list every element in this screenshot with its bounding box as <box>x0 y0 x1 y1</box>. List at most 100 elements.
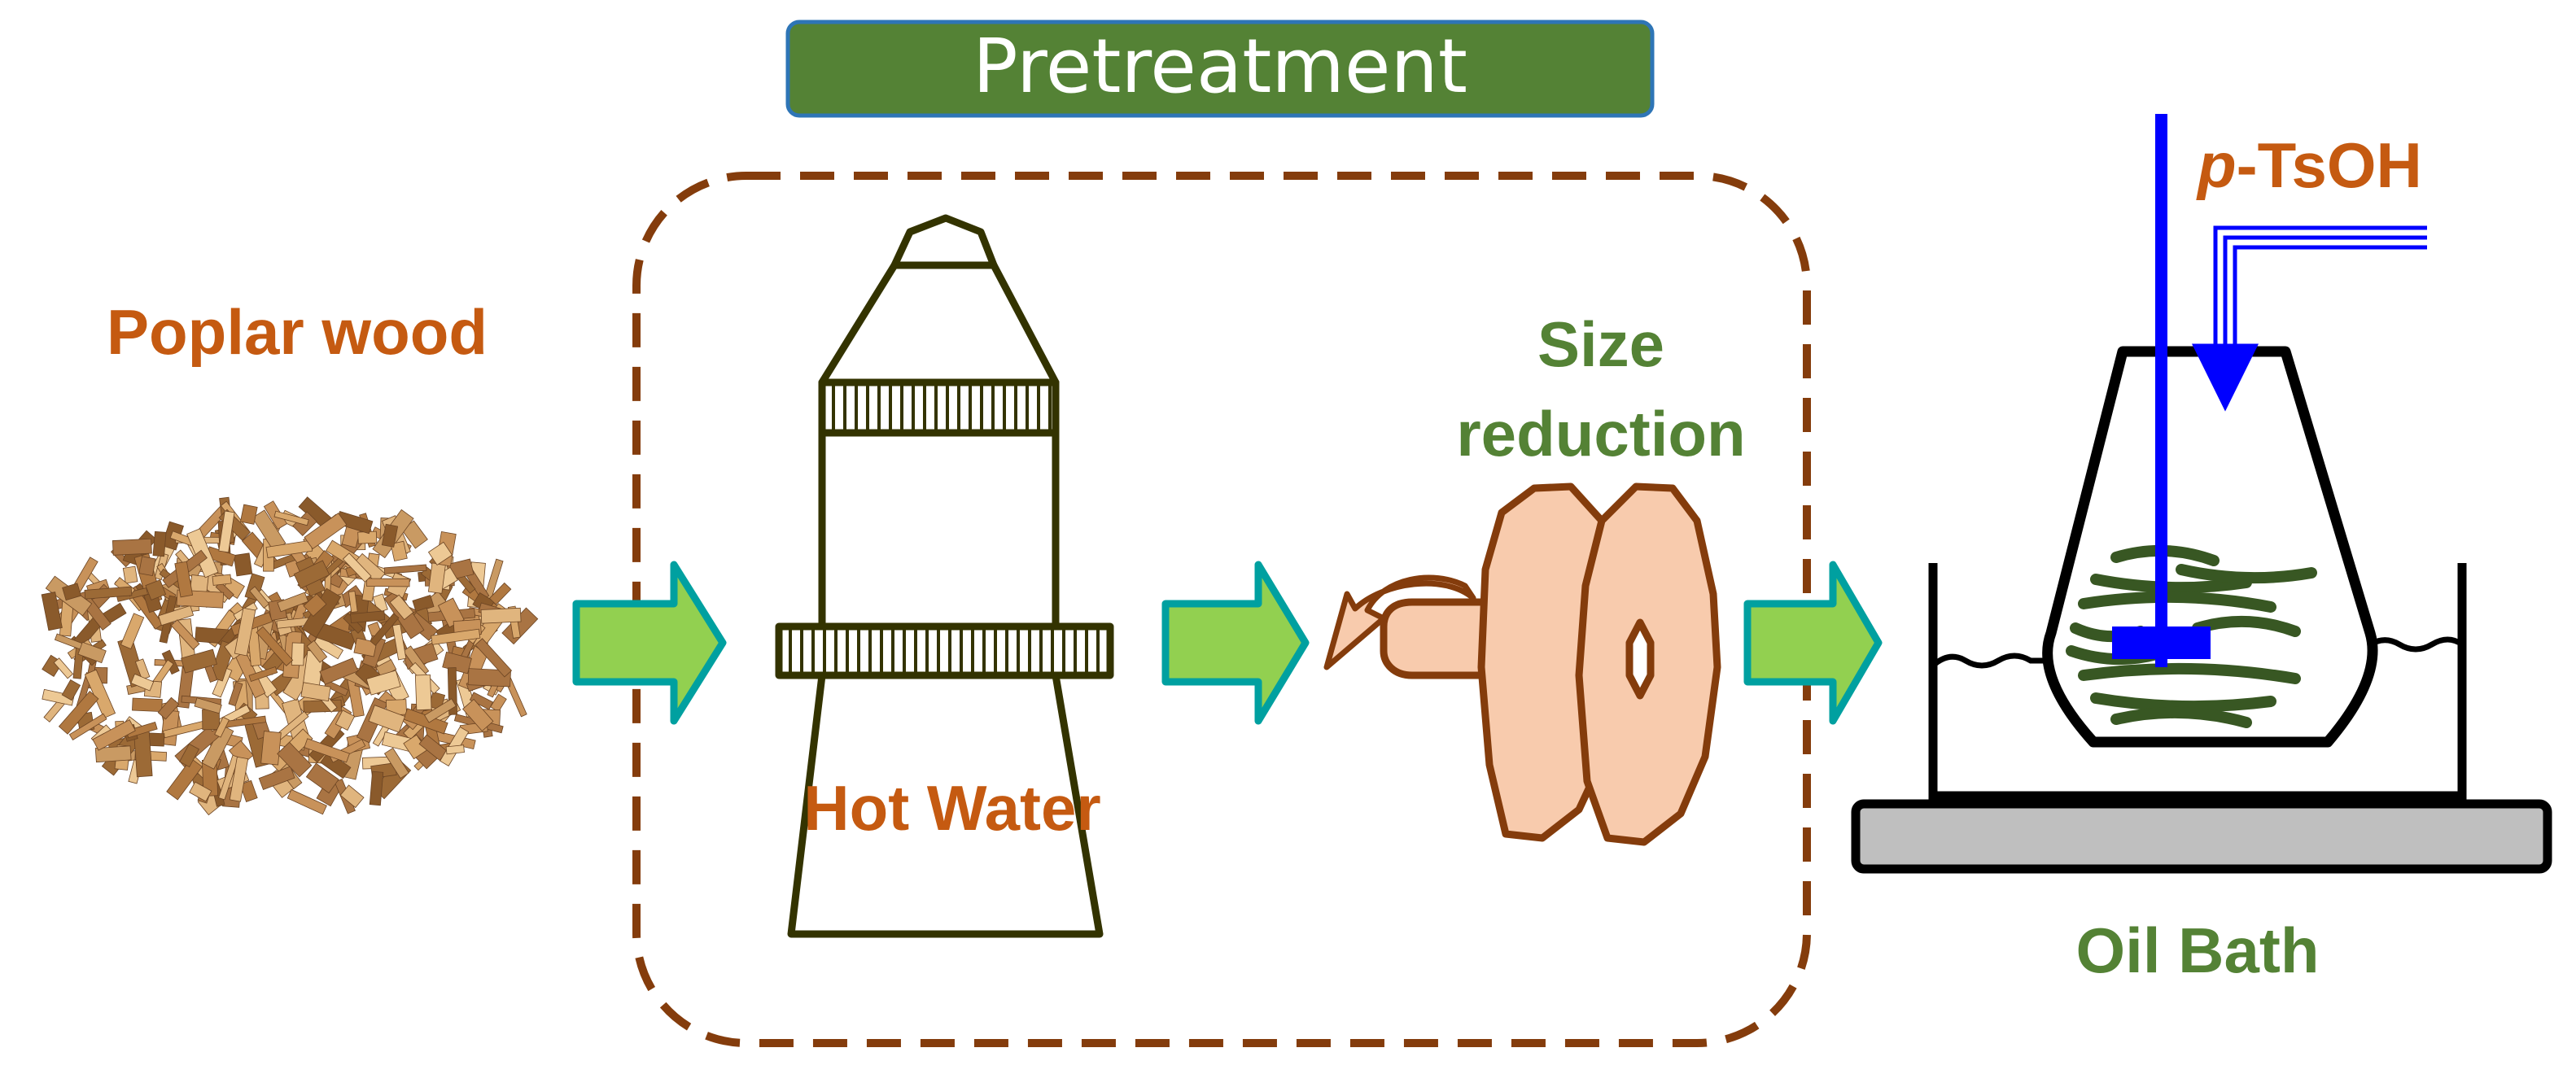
wood-chip <box>445 744 465 755</box>
biomass-fiber <box>2078 662 2301 684</box>
size-reduction-label-line2: reduction <box>1456 398 1745 469</box>
acid-feed-pipe-icon <box>2191 225 2427 412</box>
wood-chip <box>201 724 234 770</box>
wood-chip <box>233 552 253 577</box>
wood-chip <box>389 594 414 621</box>
wood-chip <box>166 757 203 801</box>
wood-chip <box>179 743 200 768</box>
wood-chip <box>304 513 348 550</box>
wood-chip <box>300 682 331 702</box>
wood-chip <box>303 593 327 618</box>
reaction-flask-icon <box>2042 346 2378 748</box>
wood-chip <box>42 688 75 706</box>
wood-chip <box>229 756 249 802</box>
wood-chip <box>120 613 145 649</box>
stirrer-icon <box>2112 114 2211 667</box>
wood-chip <box>342 552 372 583</box>
wood-chip <box>277 741 313 778</box>
wood-chip <box>62 583 81 601</box>
wood-chip <box>490 693 507 713</box>
wood-chip <box>41 592 63 631</box>
wood-chip <box>152 530 167 557</box>
wood-chip <box>92 719 136 751</box>
wood-chip <box>258 766 295 791</box>
wood-chip <box>339 784 365 809</box>
wood-chip <box>370 613 400 646</box>
size-reduction-label-line1: Size <box>1537 308 1664 380</box>
wood-chip <box>181 648 217 674</box>
wood-chip <box>170 619 200 650</box>
wood-chip <box>304 738 350 763</box>
wood-chip <box>365 670 401 696</box>
wood-chip <box>383 747 409 779</box>
wood-chip <box>145 579 167 600</box>
wood-chip <box>84 586 133 600</box>
oil-bath-label: Oil Bath <box>2075 915 2319 986</box>
ptsoh-label: p-TsOH <box>2196 129 2422 201</box>
wood-chip <box>286 788 327 815</box>
wood-chip <box>130 673 155 692</box>
wood-chip <box>391 623 407 661</box>
wood-chip <box>212 574 232 586</box>
hot-water-tower-icon <box>775 214 1114 938</box>
process-arrow-icon <box>572 561 727 725</box>
wood-chip <box>273 510 309 526</box>
wood-chip <box>475 638 513 678</box>
wood-chip <box>348 591 358 613</box>
biomass-fiber <box>2090 574 2252 594</box>
wood-chip <box>369 771 384 806</box>
ptsoh-label-suffix: -TsOH <box>2237 129 2422 201</box>
wood-chip <box>132 697 163 713</box>
wood-chip <box>424 698 457 723</box>
wood-chip <box>383 564 427 574</box>
wood-chips-pile-icon <box>41 496 539 816</box>
wood-chip <box>228 681 243 707</box>
wood-chip <box>157 696 180 720</box>
wood-chip <box>61 679 81 701</box>
wood-chip <box>427 541 453 566</box>
wood-chip <box>212 666 233 698</box>
wood-chip <box>335 709 356 731</box>
process-arrow-icon <box>1161 561 1310 725</box>
wood-chip <box>58 691 99 735</box>
hot-water-label: Hot Water <box>803 772 1100 844</box>
rotation-arrow-icon <box>1323 574 1476 670</box>
biomass-fiber <box>2090 692 2276 713</box>
wood-chip <box>306 640 328 663</box>
wood-chip <box>122 565 138 584</box>
wood-chip <box>390 540 408 562</box>
wood-chip <box>214 716 230 738</box>
wood-chip <box>249 586 270 609</box>
wood-chip <box>94 745 132 763</box>
wood-chip <box>353 637 378 657</box>
pretreatment-banner: Pretreatment <box>785 20 1655 118</box>
wood-chip <box>293 560 330 589</box>
wood-chip <box>319 657 359 685</box>
wood-chip <box>366 578 410 587</box>
biomass-fiber <box>2110 706 2252 728</box>
wood-chip <box>368 705 406 733</box>
wood-chip <box>431 628 481 645</box>
wood-chip <box>234 607 256 657</box>
disc-mill-icon <box>1380 482 1721 846</box>
wood-chip <box>189 781 212 802</box>
process-arrow-icon <box>1743 561 1883 725</box>
wood-chip <box>256 626 294 666</box>
wood-chip <box>239 779 258 802</box>
biomass-fiber <box>2176 564 2317 584</box>
poplar-wood-label: Poplar wood <box>107 296 488 368</box>
wood-chip <box>194 697 222 714</box>
wood-chip <box>174 561 194 598</box>
biomass-fiber <box>2192 615 2301 637</box>
wood-chip <box>138 556 156 577</box>
wood-chip <box>68 713 107 740</box>
wood-chip <box>77 641 107 664</box>
wood-chip <box>248 666 278 683</box>
wood-chip <box>218 754 239 801</box>
wood-chip <box>467 668 511 688</box>
biomass-fiber <box>2078 591 2276 613</box>
wood-chip <box>480 607 522 624</box>
wood-chip <box>469 692 494 710</box>
wood-chip <box>218 510 235 553</box>
